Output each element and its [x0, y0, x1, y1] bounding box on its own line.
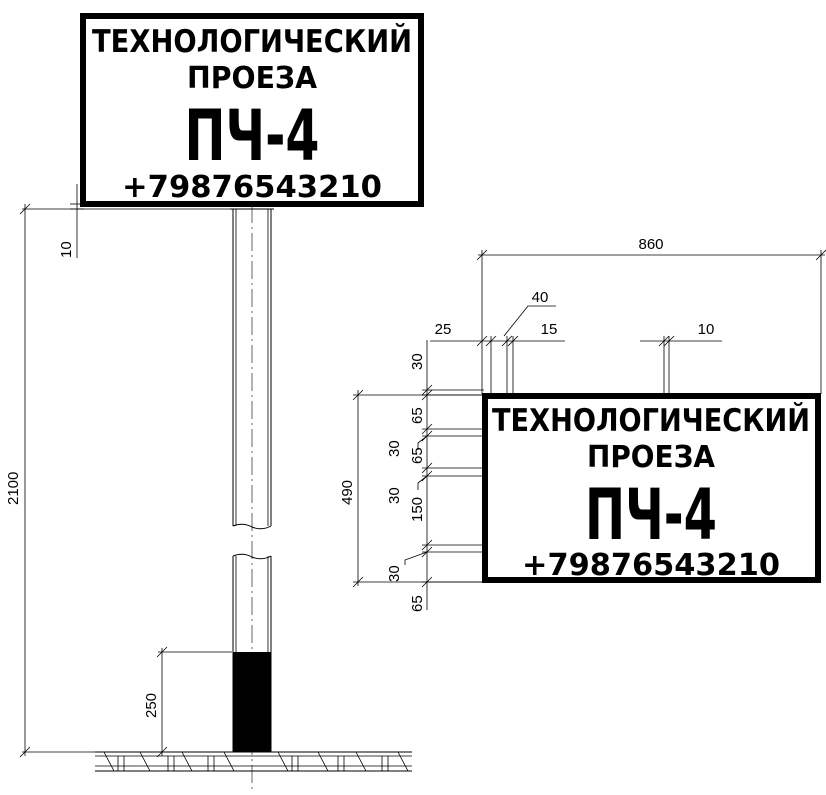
left-sign-line1: ТЕХНОЛОГИЧЕСКИЙ: [92, 24, 412, 60]
pole: [230, 205, 274, 790]
dim-10-left: 10: [58, 241, 75, 258]
dim-25: 25: [435, 321, 452, 338]
right-sign-line4: +79876543210: [522, 548, 780, 583]
dim-65-a: 65: [409, 407, 426, 424]
dim-30-a: 30: [409, 353, 426, 370]
right-sign-line1: ТЕХНОЛОГИЧЕСКИЙ: [492, 403, 810, 439]
dim-860: 860: [638, 236, 663, 253]
dim-250: 250: [143, 693, 160, 718]
ground: [95, 751, 412, 772]
left-sign-assembly: ТЕХНОЛОГИЧЕСКИЙ ПРОЕЗА ПЧ-4 +79876543210: [80, 13, 424, 207]
dim-65-c: 65: [409, 595, 426, 612]
right-side-dimensions: 30 65 30 65 30 150 30 65 490: [339, 340, 488, 612]
dim-10-top: 10: [698, 321, 715, 338]
dim-30-b: 30: [386, 440, 403, 457]
right-top-dimensions: 860 25 15 40 10: [430, 236, 826, 394]
left-sign-line2: ПРОЕЗА: [187, 61, 318, 96]
dim-30-d: 30: [386, 565, 403, 582]
right-sign-detail: ТЕХНОЛОГИЧЕСКИЙ ПРОЕЗА ПЧ-4 +79876543210: [482, 393, 821, 583]
left-sign-frame: [80, 13, 424, 207]
dim-490: 490: [339, 480, 356, 505]
left-sign-line3: ПЧ-4: [185, 95, 320, 177]
left-sign-line4: +79876543210: [122, 170, 382, 205]
dim-150: 150: [409, 497, 426, 522]
dim-65-b: 65: [409, 447, 426, 464]
dim-40: 40: [532, 289, 549, 306]
dim-15: 15: [541, 321, 558, 338]
left-dimensions: 10 2100 250: [5, 184, 232, 758]
dim-2100: 2100: [5, 472, 22, 505]
right-sign-frame: [482, 393, 821, 583]
right-sign-line3: ПЧ-4: [585, 474, 717, 556]
dim-30-c: 30: [386, 487, 403, 504]
right-sign-line2: ПРОЕЗА: [587, 440, 716, 475]
